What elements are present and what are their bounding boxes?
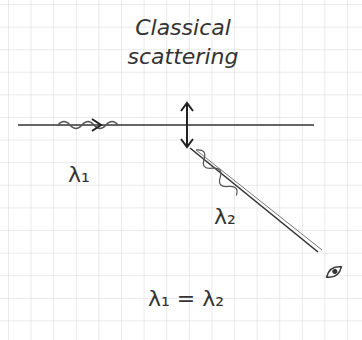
oscillation-arrow	[186, 104, 188, 146]
arrowhead	[181, 103, 193, 111]
eye-symbol	[324, 264, 343, 281]
beam-line	[18, 124, 314, 126]
sketch-title: Classical scattering	[108, 14, 258, 71]
incident-wave	[58, 122, 118, 129]
wavelength-label: λ₁ = λ₂	[148, 286, 224, 311]
scattered-line	[190, 148, 318, 252]
wave-arrow	[92, 119, 101, 131]
scattered-line	[196, 150, 322, 250]
scattered-wave	[189, 147, 245, 197]
wavelength-label: λ₂	[214, 204, 236, 229]
arrowhead	[181, 139, 193, 147]
wavelength-label: λ₁	[68, 162, 90, 187]
